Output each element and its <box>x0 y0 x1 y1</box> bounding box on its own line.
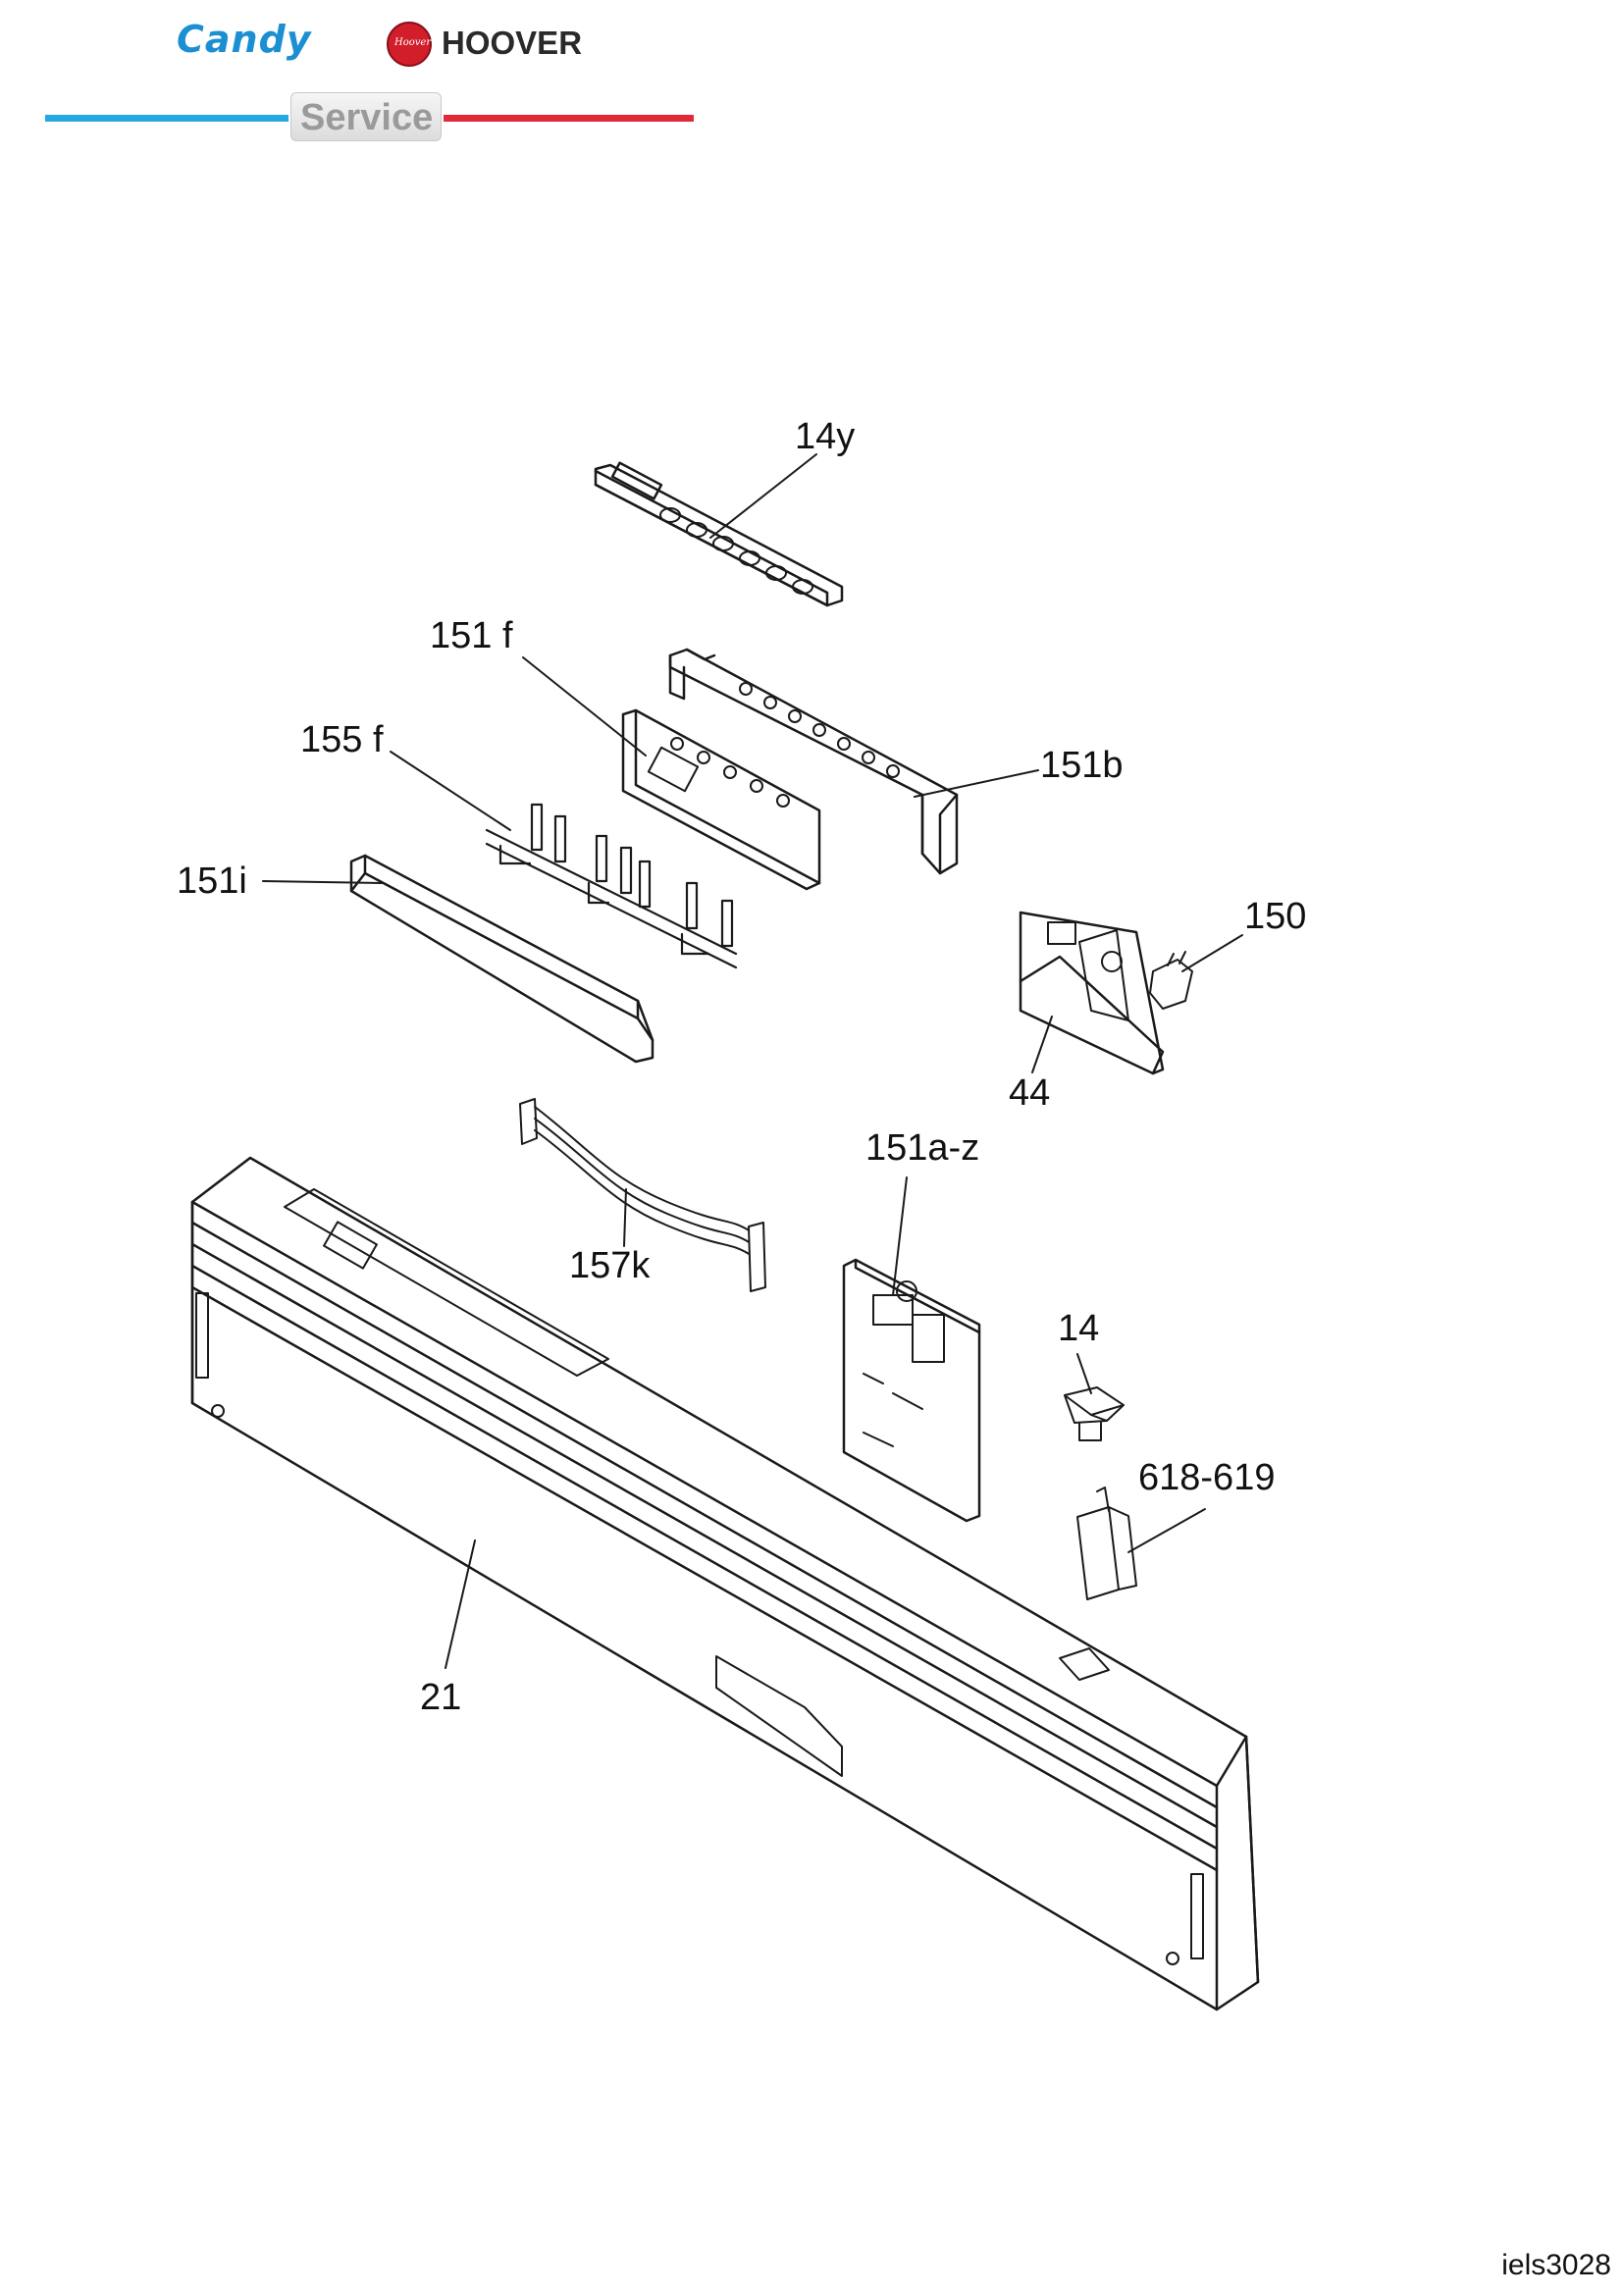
hoover-badge-icon: Hoover <box>387 22 432 67</box>
part-14y-keypad <box>594 461 844 607</box>
label-151i: 151i <box>177 861 247 902</box>
candy-logo: Candy <box>177 18 312 61</box>
part-155f-light-pipes <box>485 803 738 969</box>
service-tab <box>290 92 442 141</box>
part-14-button <box>1064 1386 1125 1441</box>
label-44: 44 <box>1009 1072 1050 1114</box>
label-14: 14 <box>1058 1308 1099 1349</box>
service-line-left <box>45 115 288 122</box>
part-157k-ribbon-cable <box>519 1098 766 1292</box>
diagram-reference-code: iels3028 <box>1501 2249 1611 2281</box>
part-44-latch <box>1019 911 1165 1075</box>
label-14y: 14y <box>795 416 855 457</box>
part-618-619-switch <box>1076 1487 1137 1600</box>
label-151f: 151 f <box>430 615 513 656</box>
part-21-control-panel <box>190 1156 1260 2011</box>
leader-lines <box>262 453 1243 1669</box>
label-157k: 157k <box>569 1245 651 1286</box>
service-line-right <box>444 115 694 122</box>
part-151i-strip <box>349 854 654 1064</box>
label-151b: 151b <box>1040 745 1124 786</box>
label-150: 150 <box>1244 896 1306 937</box>
part-151f-board <box>621 708 821 891</box>
label-618-619: 618-619 <box>1138 1457 1275 1498</box>
label-21: 21 <box>420 1677 461 1718</box>
callout-labels: 14y 151 f 155 f 151b 151i 150 44 151a-z … <box>177 416 1306 1718</box>
brand-header: Candy Hoover HOOVER Service <box>0 0 746 157</box>
hoover-logo: HOOVER <box>442 25 583 61</box>
label-151az: 151a-z <box>865 1127 979 1169</box>
label-155f: 155 f <box>300 719 384 760</box>
part-150-microswitch <box>1149 951 1193 1010</box>
part-151az-main-board <box>842 1258 981 1523</box>
service-label: Service <box>300 97 434 138</box>
part-151b-bracket <box>668 648 959 875</box>
hoover-badge-text: Hoover <box>394 37 432 48</box>
